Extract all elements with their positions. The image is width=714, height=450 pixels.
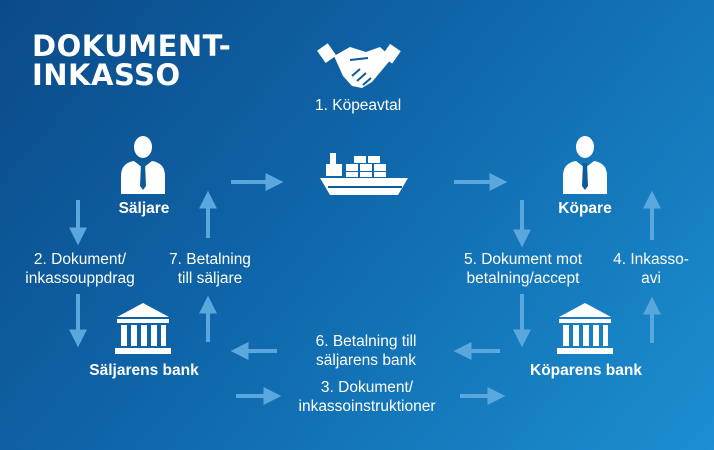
handshake-icon [317, 43, 401, 88]
bank-icon [557, 303, 613, 354]
step-2-line-2: inkassouppdrag [25, 270, 135, 287]
seller-bank-label: Säljarens bank [89, 362, 199, 379]
buyer-label: Köpare [558, 200, 612, 217]
step-7-line-1: 7. Betalning [169, 251, 251, 268]
step-6-line-2: säljarens bank [316, 352, 416, 369]
step-4-line-1: 4. Inkasso- [613, 251, 689, 268]
step-7-label: 7. Betalning till säljare [158, 250, 262, 288]
step-5-line-2: betalning/accept [466, 270, 580, 287]
step-7-line-2: till säljare [177, 270, 243, 287]
step-6-line-1: 6. Betalning till [315, 333, 417, 350]
person-icon [121, 136, 165, 194]
step-4-line-2: avi [641, 270, 661, 287]
step-2-line-1: 2. Dokument/ [33, 251, 127, 268]
title-line-2: INKASSO [32, 58, 181, 92]
step-3-label: 3. Dokument/ inkassoinstruktioner [282, 378, 452, 416]
title-line-1: DOKUMENT- [32, 29, 232, 63]
buyer-bank-label: Köparens bank [530, 362, 642, 379]
step-1-label: 1. Köpeavtal [315, 97, 402, 114]
step-3-line-2: inkassoinstruktioner [298, 398, 436, 415]
step-2-label: 2. Dokument/ inkassouppdrag [14, 250, 146, 288]
step-5-label: 5. Dokument mot betalning/accept [452, 250, 594, 288]
seller-label: Säljare [118, 200, 170, 217]
flow-arrows [69, 173, 661, 405]
step-5-line-1: 5. Dokument mot [463, 251, 583, 268]
step-4-label: 4. Inkasso- avi [606, 250, 696, 288]
person-icon [563, 136, 607, 194]
diagram-title: DOKUMENT- INKASSO [32, 32, 231, 90]
bank-icon [115, 303, 171, 354]
step-6-label: 6. Betalning till säljarens bank [296, 332, 436, 370]
step-3-line-1: 3. Dokument/ [320, 379, 414, 396]
cargo-ship-icon [320, 153, 408, 195]
